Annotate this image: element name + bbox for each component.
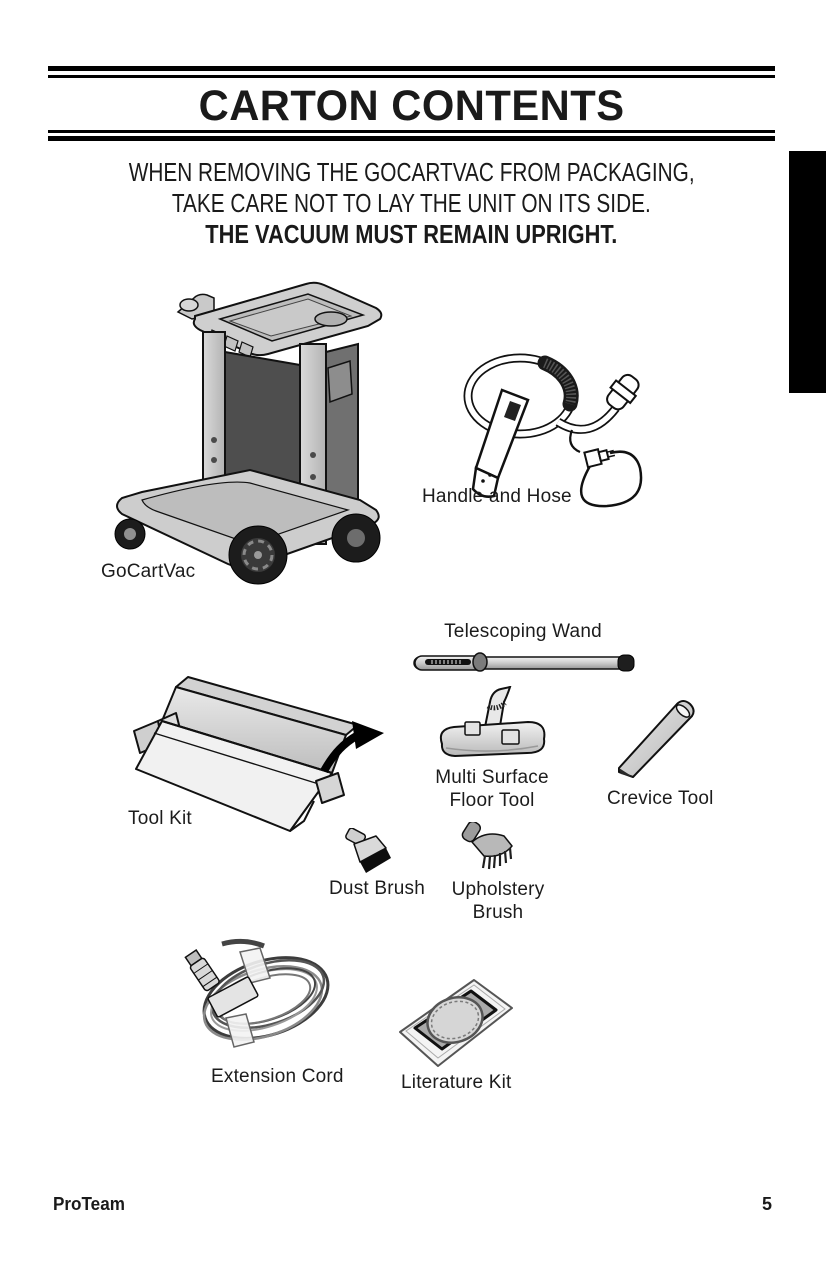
gocartvac-label: GoCartVac bbox=[101, 561, 196, 582]
handle-and-hose-label: Handle and Hose bbox=[422, 486, 572, 507]
warning-line-2: TAKE CARE NOT TO LAY THE UNIT ON ITS SID… bbox=[172, 188, 651, 218]
multi-surface-floor-tool-label: Multi Surface Floor Tool bbox=[435, 767, 549, 811]
crevice-tool-label: Crevice Tool bbox=[607, 788, 714, 809]
crevice-tool-illustration bbox=[618, 700, 695, 778]
literature-kit-label: Literature Kit bbox=[401, 1072, 512, 1093]
footer-page-number: 5 bbox=[761, 1194, 772, 1214]
gocartvac-illustration bbox=[114, 281, 383, 585]
section-index-tab bbox=[789, 151, 826, 393]
page-title: CARTON CONTENTS bbox=[48, 82, 775, 131]
footer-brand: ProTeam bbox=[53, 1194, 125, 1214]
literature-kit-illustration bbox=[399, 979, 513, 1067]
warning-line-1: WHEN REMOVING THE GOCARTVAC FROM PACKAGI… bbox=[128, 157, 695, 187]
multi-surface-floor-tool-illustration bbox=[439, 686, 546, 758]
upholstery-brush-illustration bbox=[461, 822, 513, 870]
tool-kit-label: Tool Kit bbox=[128, 808, 192, 829]
extension-cord-illustration bbox=[184, 938, 330, 1048]
warning-line-3: THE VACUUM MUST REMAIN UPRIGHT. bbox=[205, 219, 618, 249]
unpacking-warning: WHEN REMOVING THE GOCARTVAC FROM PACKAGI… bbox=[48, 159, 775, 252]
telescoping-wand-illustration bbox=[413, 652, 635, 672]
upholstery-brush-label: Upholstery Brush bbox=[451, 879, 545, 923]
dust-brush-label: Dust Brush bbox=[329, 878, 425, 899]
plug-icon bbox=[583, 448, 616, 469]
header-rule-bottom-thin bbox=[48, 130, 775, 133]
tool-kit-illustration bbox=[133, 676, 384, 832]
header-rule-top-thin bbox=[48, 75, 775, 78]
extension-cord-label: Extension Cord bbox=[211, 1066, 344, 1087]
header-rule-top-thick bbox=[48, 66, 775, 71]
dust-brush-illustration bbox=[345, 828, 391, 873]
plug-icon bbox=[184, 949, 220, 992]
telescoping-wand-label: Telescoping Wand bbox=[444, 621, 602, 642]
handle-and-hose-illustration bbox=[463, 353, 643, 508]
page-title-text: CARTON CONTENTS bbox=[198, 82, 625, 130]
header-rule-bottom-thick bbox=[48, 136, 775, 141]
